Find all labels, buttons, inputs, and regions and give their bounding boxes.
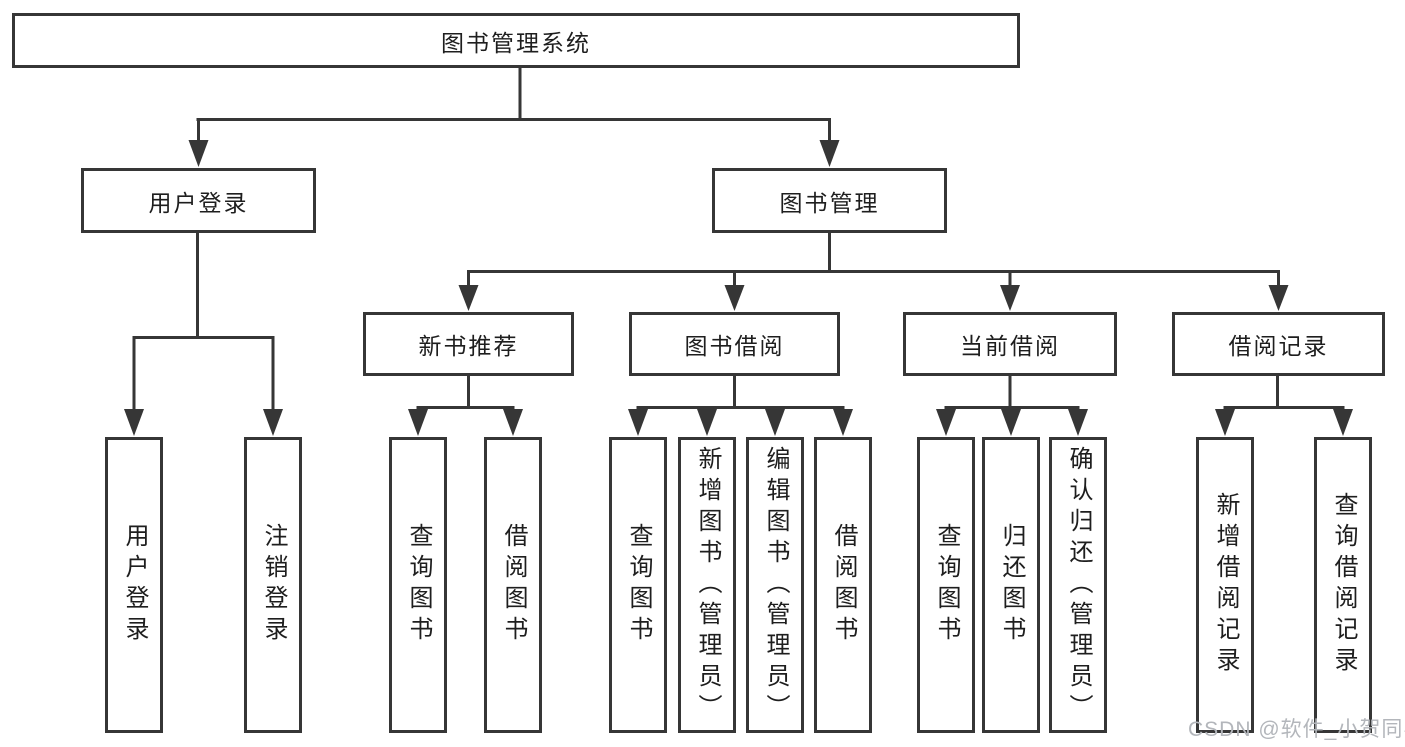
leaf-borrow-query-book-label: 查询图书 bbox=[625, 523, 652, 647]
leaf-current-query-book-label: 查询图书 bbox=[933, 523, 960, 647]
csdn-watermark: CSDN @软件_小贺同学 bbox=[1188, 718, 1405, 741]
leaf-recommend-borrow-book: 借阅图书 bbox=[484, 437, 542, 733]
node-new-book-recommend: 新书推荐 bbox=[363, 312, 574, 376]
leaf-add-book-admin: 新增图书（管理员） bbox=[678, 437, 736, 733]
leaf-user-login: 用户登录 bbox=[105, 437, 163, 733]
leaf-recommend-query-book: 查询图书 bbox=[389, 437, 447, 733]
leaf-logout: 注销登录 bbox=[244, 437, 302, 733]
leaf-return-book: 归还图书 bbox=[982, 437, 1040, 733]
node-system-root-label: 图书管理系统 bbox=[441, 29, 591, 56]
node-user-login-section: 用户登录 bbox=[81, 168, 316, 233]
leaf-borrow-book: 借阅图书 bbox=[814, 437, 872, 733]
leaf-edit-book-admin: 编辑图书（管理员） bbox=[746, 437, 804, 733]
leaf-add-borrow-record: 新增借阅记录 bbox=[1196, 437, 1254, 733]
leaf-return-book-label: 归还图书 bbox=[998, 523, 1025, 647]
leaf-edit-book-admin-label: 编辑图书（管理员） bbox=[762, 445, 789, 725]
node-book-management-label: 图书管理 bbox=[779, 189, 880, 216]
leaf-borrow-query-book: 查询图书 bbox=[609, 437, 667, 733]
arrowheads bbox=[124, 140, 1353, 436]
leaf-borrow-book-label: 借阅图书 bbox=[830, 523, 857, 647]
node-book-borrow: 图书借阅 bbox=[629, 312, 840, 376]
leaf-add-book-admin-label: 新增图书（管理员） bbox=[694, 445, 721, 725]
leaf-query-borrow-record: 查询借阅记录 bbox=[1314, 437, 1372, 733]
node-book-borrow-label: 图书借阅 bbox=[684, 333, 785, 359]
leaf-query-borrow-record-label: 查询借阅记录 bbox=[1330, 492, 1357, 678]
node-new-book-recommend-label: 新书推荐 bbox=[418, 333, 519, 359]
node-current-borrow: 当前借阅 bbox=[903, 312, 1117, 376]
leaf-current-query-book: 查询图书 bbox=[917, 437, 975, 733]
leaf-logout-label: 注销登录 bbox=[260, 523, 287, 647]
leaf-add-borrow-record-label: 新增借阅记录 bbox=[1212, 492, 1239, 678]
leaf-recommend-query-book-label: 查询图书 bbox=[405, 523, 432, 647]
node-user-login-section-label: 用户登录 bbox=[148, 189, 249, 216]
node-book-management: 图书管理 bbox=[712, 168, 947, 233]
node-current-borrow-label: 当前借阅 bbox=[960, 333, 1060, 359]
node-system-root: 图书管理系统 bbox=[12, 13, 1020, 68]
leaf-confirm-return-admin-label: 确认归还（管理员） bbox=[1065, 445, 1092, 725]
leaf-confirm-return-admin: 确认归还（管理员） bbox=[1049, 437, 1107, 733]
node-borrow-records-label: 借阅记录 bbox=[1228, 333, 1329, 359]
node-borrow-records: 借阅记录 bbox=[1172, 312, 1385, 376]
leaf-recommend-borrow-book-label: 借阅图书 bbox=[500, 523, 527, 647]
leaf-user-login-label: 用户登录 bbox=[121, 523, 148, 647]
